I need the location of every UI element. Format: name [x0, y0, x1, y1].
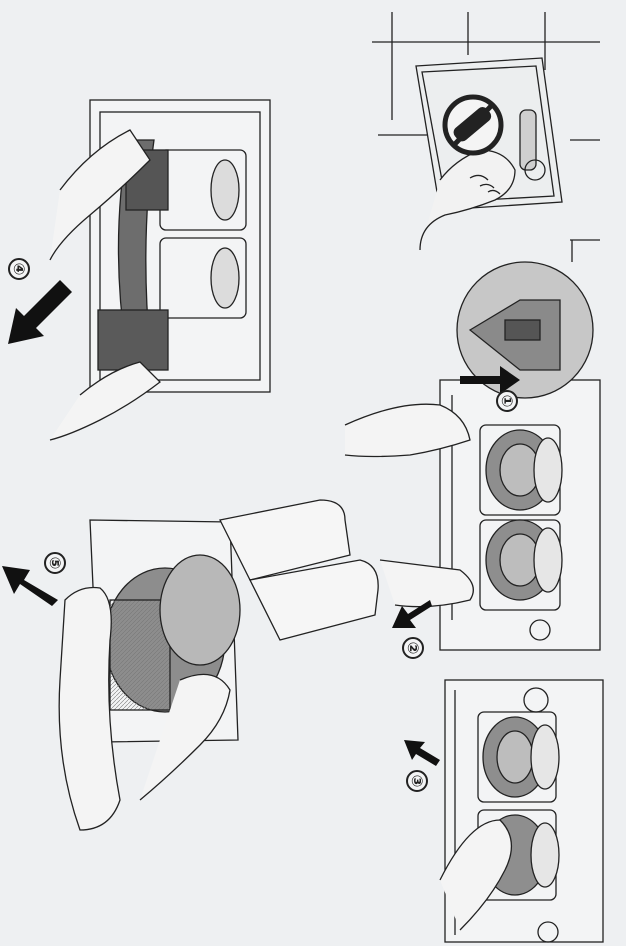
arrow-up-left-icon — [404, 740, 440, 766]
step-number-1: ① — [496, 390, 518, 412]
step-number-5: ⑤ — [44, 552, 66, 574]
arrow-right-icon — [460, 366, 520, 394]
panel-step-4 — [49, 99, 271, 441]
arrow-up-left-icon — [2, 566, 58, 606]
step-number-4: ④ — [8, 258, 30, 280]
step-number-3: ③ — [406, 770, 428, 792]
panel-steps-1-2 — [344, 261, 601, 651]
step-number-2: ② — [402, 637, 424, 659]
no-entry-icon — [442, 94, 504, 156]
arrow-down-left-icon — [8, 280, 72, 344]
panel-step-5 — [58, 499, 379, 831]
arrow-down-left-icon — [392, 600, 432, 628]
panel-step-3 — [439, 679, 604, 943]
